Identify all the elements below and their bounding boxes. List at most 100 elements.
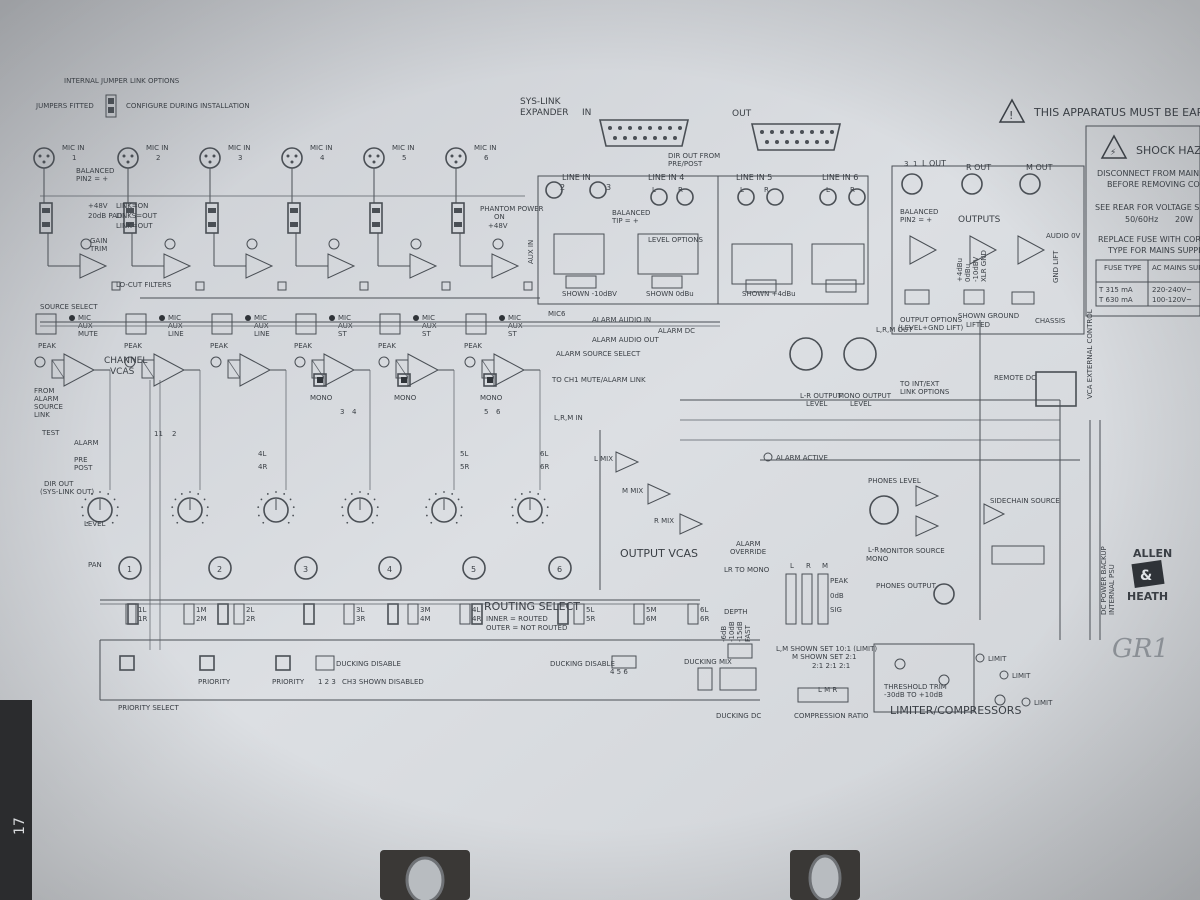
pan-knob-number: 5 xyxy=(471,565,476,574)
route-label-b: 4R xyxy=(472,615,481,623)
master-section: L-R OUTPUT LEVEL MONO OUTPUT LEVEL TO IN… xyxy=(594,309,1116,625)
routing-outer: OUTER = NOT ROUTED xyxy=(486,624,567,632)
filter-box xyxy=(523,281,533,291)
svg-text:L M R: L M R xyxy=(818,686,837,694)
svg-text:LIMIT: LIMIT xyxy=(1034,699,1053,707)
xlr-pin xyxy=(294,154,298,158)
binder-rings xyxy=(380,850,860,900)
vca-diagonal xyxy=(311,359,325,379)
svg-text:PIN2 = +: PIN2 = + xyxy=(900,216,932,224)
lrm-in: L,R,M IN xyxy=(554,414,583,422)
gain-trim-1: GAIN xyxy=(90,237,108,245)
svg-text:SHOWN +4dBu: SHOWN +4dBu xyxy=(742,290,796,298)
filter-box xyxy=(441,281,451,291)
mic-number: 6 xyxy=(484,154,489,162)
knob-tick xyxy=(289,498,292,501)
xlr-pin xyxy=(46,154,50,158)
svg-text:LIFTED: LIFTED xyxy=(966,321,990,329)
knob-tick xyxy=(428,498,431,501)
svg-text:PHONES LEVEL: PHONES LEVEL xyxy=(868,477,921,485)
vca-diagonal xyxy=(395,359,409,379)
svg-text:3: 3 xyxy=(606,183,611,192)
jumper-pin xyxy=(126,222,134,227)
depth-opt-2: -10dB xyxy=(728,621,736,642)
jumper-pin xyxy=(372,222,380,227)
route-label-a: 5M xyxy=(646,606,657,614)
l4: 4L xyxy=(258,450,266,458)
jumper-block xyxy=(123,202,137,234)
dsub-out-connector xyxy=(750,123,842,151)
gain-trim-pot xyxy=(328,238,340,250)
source-select-jumper xyxy=(295,313,317,335)
level-knob-icon xyxy=(263,497,289,523)
xlr-pin xyxy=(286,154,290,158)
svg-text:COMPRESSION RATIO: COMPRESSION RATIO xyxy=(794,712,869,720)
routing-title: ROUTING SELECT xyxy=(484,600,580,613)
dsub-pin xyxy=(618,126,622,130)
disconnect-1: DISCONNECT FROM MAINS SU xyxy=(1097,169,1200,178)
knob-tick xyxy=(546,514,549,517)
filter-box xyxy=(195,281,205,291)
svg-text:PHONES OUTPUT: PHONES OUTPUT xyxy=(876,582,937,590)
svg-text:R MIX: R MIX xyxy=(654,517,674,525)
xlr-pin xyxy=(38,154,42,158)
dsub-pin xyxy=(653,136,657,140)
svg-text:&: & xyxy=(1140,568,1152,584)
knob-tick xyxy=(84,498,87,501)
svg-text:+4dBu: +4dBu xyxy=(956,258,964,282)
ducking-mix: DUCKING MIX xyxy=(684,658,732,666)
pan-knob-number: 2 xyxy=(217,565,222,574)
gain-trim-pot xyxy=(80,238,92,250)
dsub-pin xyxy=(810,130,814,134)
led-icon xyxy=(159,315,165,321)
knob-tick xyxy=(359,491,361,493)
route-jumper xyxy=(459,603,471,625)
mic-pin2: PIN2 = + xyxy=(76,175,108,183)
shock-box xyxy=(1085,125,1200,317)
syslink-expander: EXPANDER xyxy=(520,108,568,118)
depth-jumpers xyxy=(727,643,753,659)
n5: 5 xyxy=(484,408,488,416)
mic-label: MIC IN xyxy=(228,144,251,152)
priority-select: PRIORITY SELECT xyxy=(118,704,179,712)
jumper-block xyxy=(451,202,465,234)
warning-panel: ! THIS APPARATUS MUST BE EARTHE ⚡ SHOCK … xyxy=(998,98,1200,317)
knob-tick xyxy=(341,506,344,509)
route-jumper xyxy=(687,603,699,625)
source-mic: MIC xyxy=(422,314,435,322)
dsub-pin xyxy=(658,126,662,130)
source-select: SOURCE SELECT xyxy=(40,303,98,311)
svg-text:TO INT/EXT: TO INT/EXT xyxy=(899,380,940,388)
dir-out-1: DIR OUT FROM xyxy=(668,152,720,160)
jumper-block xyxy=(205,202,219,234)
n4: 4 xyxy=(352,408,357,416)
dsub-pin xyxy=(638,126,642,130)
vca-diagonal xyxy=(141,359,155,379)
outputs-section: 3 1 L OUT R OUT M OUT BALANCED PIN2 = + … xyxy=(891,159,1085,335)
mono-fill xyxy=(317,377,323,383)
svg-text:DC POWER BACKUP: DC POWER BACKUP xyxy=(1100,546,1108,615)
svg-text:OUTPUT OPTIONS: OUTPUT OPTIONS xyxy=(900,316,963,324)
svg-text:M MIX: M MIX xyxy=(622,487,643,495)
knob-tick xyxy=(90,493,93,495)
test-label: TEST xyxy=(41,429,60,437)
source-third: ST xyxy=(422,330,431,338)
level-knob-icon xyxy=(431,497,457,523)
source-mic: MIC xyxy=(338,314,351,322)
xlr-pin xyxy=(212,154,216,158)
source-third: LINE xyxy=(254,330,270,338)
peak-1: PEAK xyxy=(38,342,56,350)
xlr-pin xyxy=(372,160,376,164)
replace-2: TYPE FOR MAINS SUPPLY xyxy=(1107,246,1200,255)
led-icon xyxy=(69,315,75,321)
alarm-source-select: ALARM SOURCE SELECT xyxy=(556,350,641,358)
jumper-pin xyxy=(454,208,462,213)
dsub-pin xyxy=(815,140,819,144)
svg-text:LINK OPTIONS: LINK OPTIONS xyxy=(900,388,950,396)
svg-text:LINE IN 4: LINE IN 4 xyxy=(648,173,684,182)
pan-knob-icon xyxy=(548,556,572,580)
knob-tick xyxy=(292,514,295,517)
